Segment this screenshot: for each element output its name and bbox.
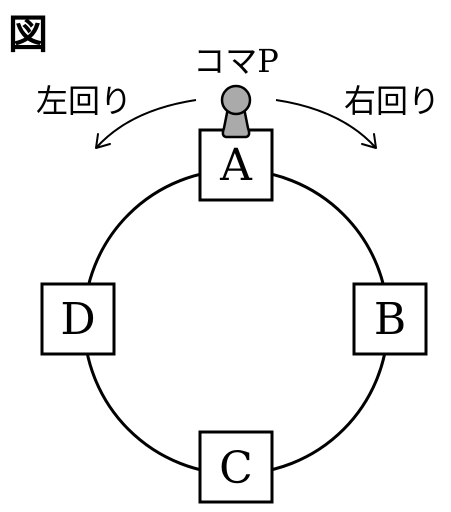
piece-p-icon — [220, 84, 252, 139]
square-b-box — [352, 282, 428, 356]
left-direction-label: 左回り — [36, 82, 132, 120]
square-a-label: A — [219, 140, 253, 191]
square-c-label: C — [219, 443, 253, 494]
square-d-box — [40, 282, 116, 356]
square-d-label: D — [60, 294, 95, 345]
left-arrow-icon — [95, 99, 197, 149]
figure-label: 図 — [8, 12, 48, 58]
square-a-box — [198, 128, 274, 202]
square-b-label: B — [374, 294, 406, 345]
piece-label: コマP — [193, 42, 279, 80]
square-b: B — [352, 282, 428, 356]
square-a: A — [198, 128, 274, 202]
square-d: D — [40, 282, 116, 356]
square-c: C — [198, 430, 274, 504]
circle-track — [82, 168, 390, 476]
square-c-box — [198, 430, 274, 504]
right-arrow-icon — [275, 99, 377, 149]
right-direction-label: 右回り — [344, 82, 440, 120]
